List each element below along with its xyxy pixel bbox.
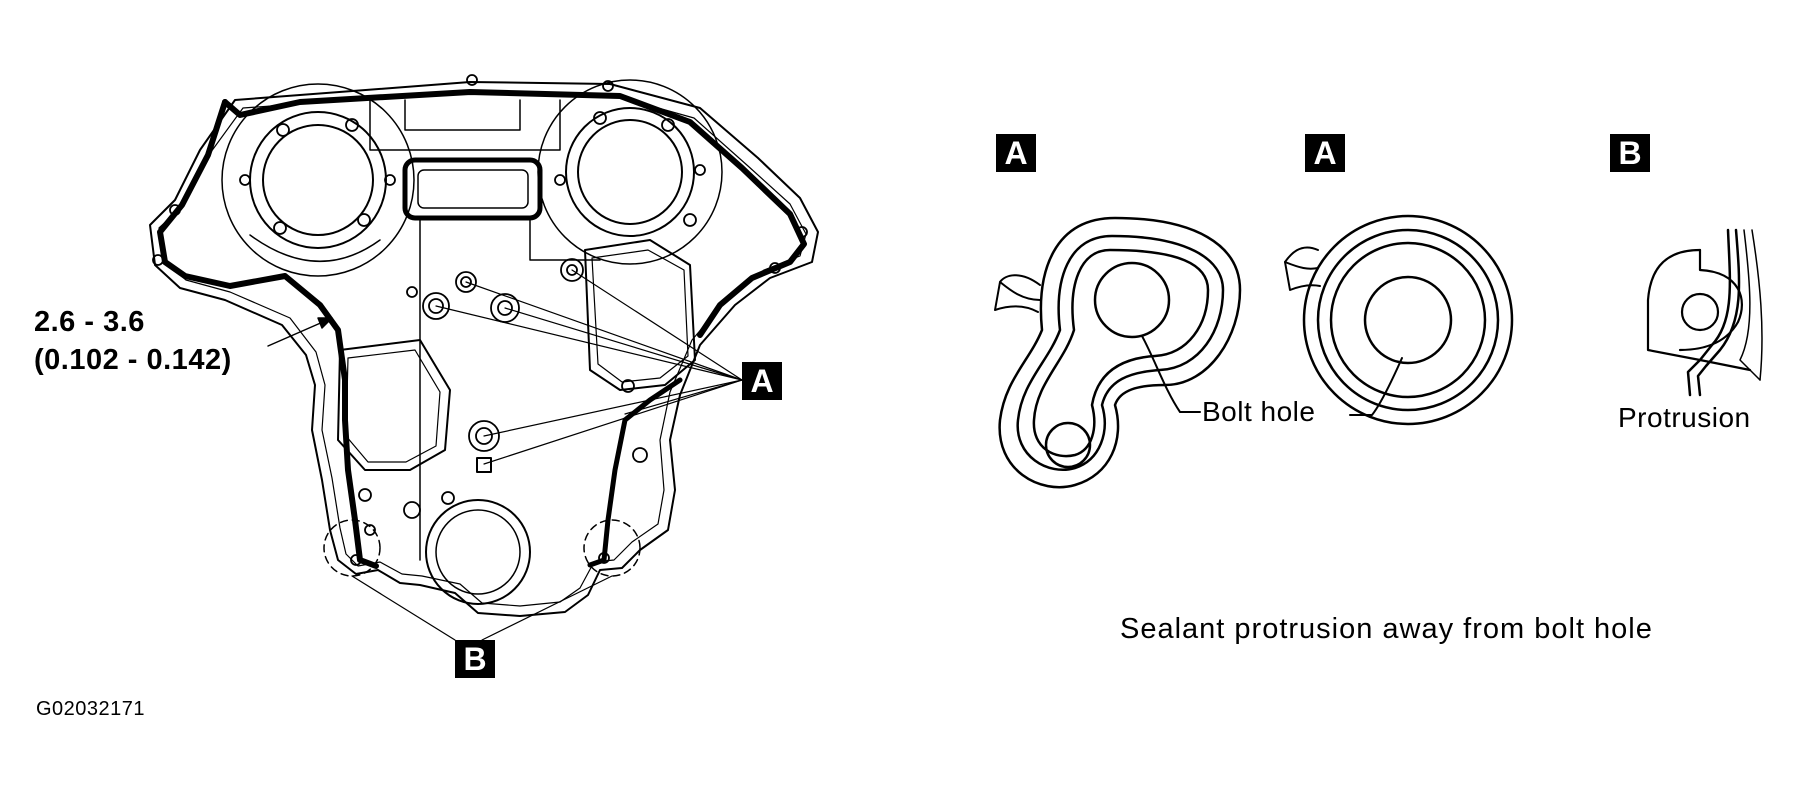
detail-b-figure: [1646, 228, 1763, 397]
tag-a-main: A: [742, 362, 782, 400]
tag-b-detail: B: [1610, 134, 1650, 172]
a-leader-lines: [435, 269, 743, 465]
centre-port: [402, 157, 543, 221]
gap-arrow: [267, 317, 333, 347]
gap-spec-line-2: (0.102 - 0.142): [34, 344, 232, 376]
caption: Sealant protrusion away from bolt hole: [1120, 613, 1653, 645]
detail-a-figure-2: [1284, 214, 1514, 426]
right-cam-circle: [537, 79, 723, 265]
b-detail-circles: [323, 519, 641, 577]
tag-a-detail-1: A: [996, 134, 1036, 172]
left-window: [337, 339, 451, 471]
gap-spec-line-1: 2.6 - 3.6: [34, 306, 145, 338]
b-leader-lines: [351, 575, 613, 641]
crank-circle: [425, 499, 531, 605]
tag-a-detail-2: A: [1305, 134, 1345, 172]
sealant-bead: [222, 89, 807, 338]
figure-id: G02032171: [36, 698, 146, 720]
protrusion-label: Protrusion: [1618, 402, 1751, 433]
right-window: [584, 239, 696, 391]
detail-a-figure-1: [994, 216, 1242, 489]
bolt-hole-label: Bolt hole: [1202, 396, 1316, 427]
tag-b-main: B: [455, 640, 495, 678]
bolt-holes: [152, 74, 808, 566]
